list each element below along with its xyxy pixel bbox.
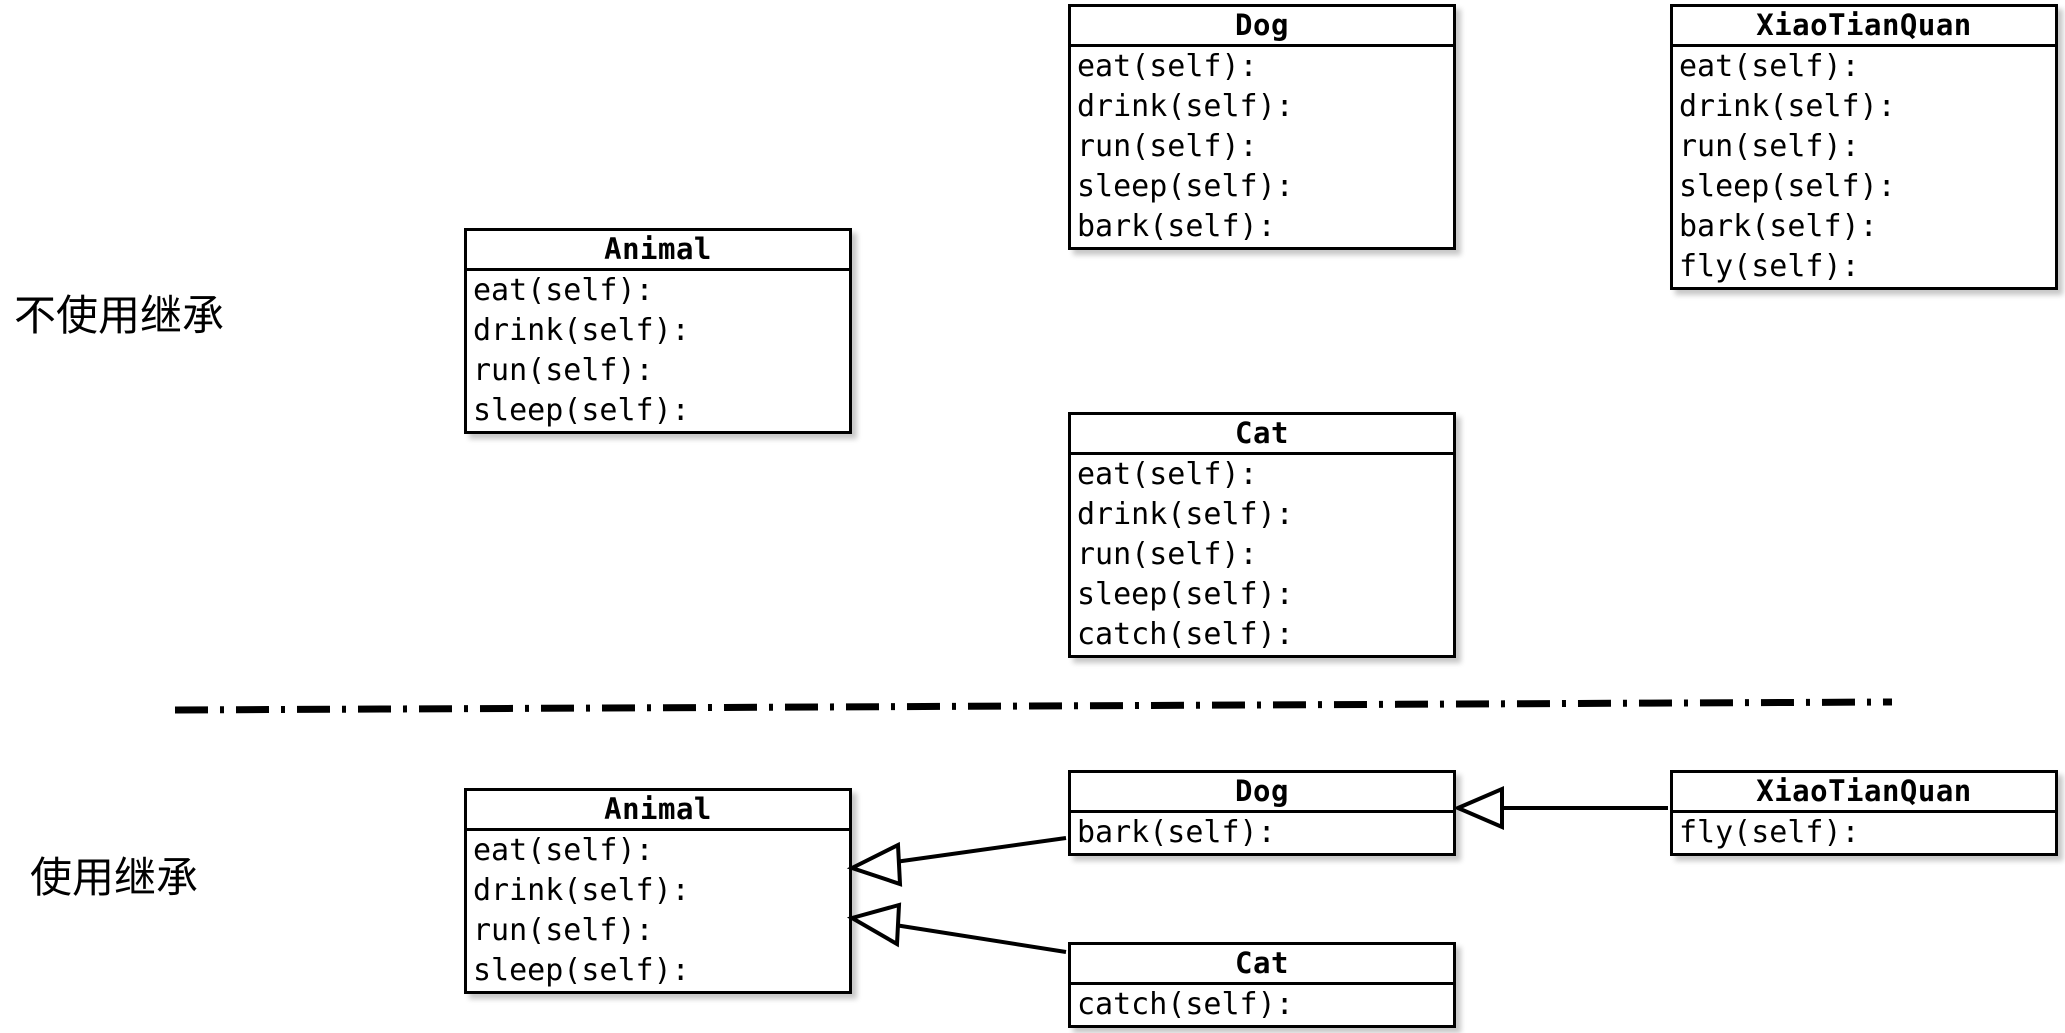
- method-item: bark(self):: [1077, 209, 1276, 244]
- class-title-dog-bottom: Dog: [1071, 773, 1453, 813]
- class-box-cat-top[interactable]: Cat eat(self): drink(self): run(self): s…: [1068, 412, 1456, 658]
- class-box-dog-bottom[interactable]: Dog bark(self):: [1068, 770, 1456, 856]
- method-item: sleep(self):: [473, 953, 690, 988]
- class-title-cat-top: Cat: [1071, 415, 1453, 455]
- method-item: sleep(self):: [1679, 169, 1896, 204]
- method-item: eat(self):: [473, 273, 654, 308]
- method-item: drink(self):: [1679, 89, 1896, 124]
- class-methods-cat-top: eat(self): drink(self): run(self): sleep…: [1071, 455, 1453, 655]
- class-box-dog-top[interactable]: Dog eat(self): drink(self): run(self): s…: [1068, 4, 1456, 250]
- generalization-arrow-dog-to-animal: [846, 836, 1067, 887]
- section-divider: [174, 698, 1893, 714]
- class-title-dog-top: Dog: [1071, 7, 1453, 47]
- section-label-no-inheritance: 不使用继承: [14, 291, 225, 340]
- method-item: eat(self):: [473, 833, 654, 868]
- class-methods-cat-bottom: catch(self):: [1071, 985, 1453, 1025]
- class-methods-animal-bottom: eat(self): drink(self): run(self): sleep…: [467, 831, 849, 991]
- class-box-xiaotianquan-bottom[interactable]: XiaoTianQuan fly(self):: [1670, 770, 2058, 856]
- method-item: bark(self):: [1077, 815, 1276, 850]
- class-title-xiaotianquan-top: XiaoTianQuan: [1673, 7, 2055, 47]
- method-item: eat(self):: [1679, 49, 1860, 84]
- class-box-animal-bottom[interactable]: Animal eat(self): drink(self): run(self)…: [464, 788, 852, 994]
- method-item: drink(self):: [1077, 89, 1294, 124]
- class-box-animal-top[interactable]: Animal eat(self): drink(self): run(self)…: [464, 228, 852, 434]
- method-item: drink(self):: [473, 873, 690, 908]
- method-item: run(self):: [473, 353, 654, 388]
- method-item: run(self):: [1077, 129, 1258, 164]
- generalization-arrow-xiaotianquan-to-dog: [1452, 785, 1668, 831]
- method-item: bark(self):: [1679, 209, 1878, 244]
- method-item: drink(self):: [473, 313, 690, 348]
- class-methods-dog-top: eat(self): drink(self): run(self): sleep…: [1071, 47, 1453, 247]
- class-methods-animal-top: eat(self): drink(self): run(self): sleep…: [467, 271, 849, 431]
- class-box-xiaotianquan-top[interactable]: XiaoTianQuan eat(self): drink(self): run…: [1670, 4, 2058, 290]
- method-item: sleep(self):: [473, 393, 690, 428]
- method-item: catch(self):: [1077, 987, 1294, 1022]
- class-methods-dog-bottom: bark(self):: [1071, 813, 1453, 853]
- method-item: run(self):: [1679, 129, 1860, 164]
- method-item: eat(self):: [1077, 457, 1258, 492]
- class-box-cat-bottom[interactable]: Cat catch(self):: [1068, 942, 1456, 1028]
- method-item: sleep(self):: [1077, 169, 1294, 204]
- class-title-animal-bottom: Animal: [467, 791, 849, 831]
- generalization-arrow-cat-to-animal: [846, 902, 1067, 954]
- class-methods-xiaotianquan-top: eat(self): drink(self): run(self): sleep…: [1673, 47, 2055, 287]
- class-title-cat-bottom: Cat: [1071, 945, 1453, 985]
- method-item: run(self):: [473, 913, 654, 948]
- method-item: drink(self):: [1077, 497, 1294, 532]
- class-title-xiaotianquan-bottom: XiaoTianQuan: [1673, 773, 2055, 813]
- method-item: run(self):: [1077, 537, 1258, 572]
- class-methods-xiaotianquan-bottom: fly(self):: [1673, 813, 2055, 853]
- method-item: fly(self):: [1679, 815, 1860, 850]
- section-label-with-inheritance: 使用继承: [30, 853, 199, 902]
- method-item: eat(self):: [1077, 49, 1258, 84]
- class-title-animal-top: Animal: [467, 231, 849, 271]
- method-item: sleep(self):: [1077, 577, 1294, 612]
- method-item: fly(self):: [1679, 249, 1860, 284]
- method-item: catch(self):: [1077, 617, 1294, 652]
